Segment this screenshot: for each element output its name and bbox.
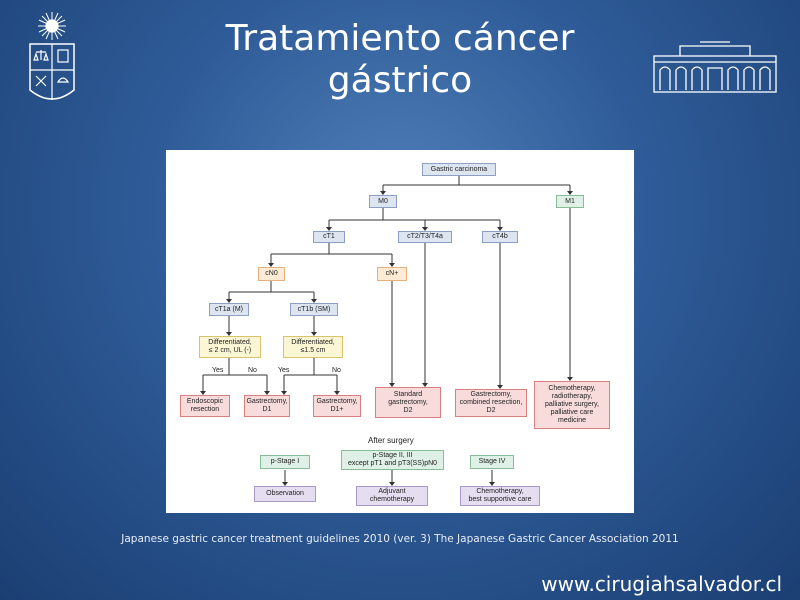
node-observation: Observation (254, 486, 316, 502)
title-line-1: Tratamiento cáncer (225, 18, 575, 59)
node-differentiated-1-5cm: Differentiated, ≤1.5 cm (283, 336, 343, 358)
flowchart-connectors (200, 176, 573, 486)
node-pstage-1: p-Stage I (260, 455, 310, 469)
node-adjuvant-chemotherapy: Adjuvant chemotherapy (356, 486, 428, 506)
slide-title: Tratamiento cáncer gástrico (150, 18, 650, 102)
title-line-2: gástrico (327, 60, 473, 101)
hospital-building-icon (653, 41, 777, 93)
node-gastric-carcinoma: Gastric carcinoma (422, 163, 496, 176)
node-cn0: cN0 (258, 267, 285, 281)
node-ct1a: cT1a (M) (209, 303, 249, 316)
node-standard-gastrectomy-d2: Standard gastrectomy, D2 (375, 387, 441, 418)
label-yes-2: Yes (278, 367, 290, 374)
flowchart-panel: Gastric carcinoma M0 M1 cT1 cT2/T3/T4a c… (166, 150, 634, 513)
node-ct4b: cT4b (482, 231, 518, 243)
university-crest-icon (29, 12, 75, 100)
citation-text: Japanese gastric cancer treatment guidel… (121, 533, 679, 545)
node-ct1: cT1 (313, 231, 345, 243)
node-stage-4: Stage IV (470, 455, 514, 469)
node-m0: M0 (369, 195, 397, 208)
node-ct2-t3-t4a: cT2/T3/T4a (398, 231, 452, 243)
label-after-surgery: After surgery (368, 436, 414, 445)
website-url: www.cirugiahsalvador.cl (541, 572, 782, 596)
node-chemo-palliative: Chemotherapy, radiotherapy, palliative s… (534, 381, 610, 429)
node-m1: M1 (556, 195, 584, 208)
node-differentiated-2cm: Differentiated, ≤ 2 cm, UL (-) (199, 336, 261, 358)
node-gastrectomy-combined-d2: Gastrectomy, combined resection, D2 (455, 389, 527, 417)
node-endoscopic-resection: Endoscopic resection (180, 395, 230, 417)
node-chemo-best-supportive: Chemotherapy, best supportive care (460, 486, 540, 506)
label-yes-1: Yes (212, 367, 224, 374)
node-pstage-2-3: p-Stage II, III except pT1 and pT3(SS)pN… (341, 450, 444, 470)
node-gastrectomy-d1plus: Gastrectomy, D1+ (313, 395, 361, 417)
node-gastrectomy-d1: Gastrectomy, D1 (244, 395, 290, 417)
label-no-2: No (332, 367, 341, 374)
node-cn-plus: cN+ (377, 267, 407, 281)
node-ct1b: cT1b (SM) (290, 303, 338, 316)
label-no-1: No (248, 367, 257, 374)
